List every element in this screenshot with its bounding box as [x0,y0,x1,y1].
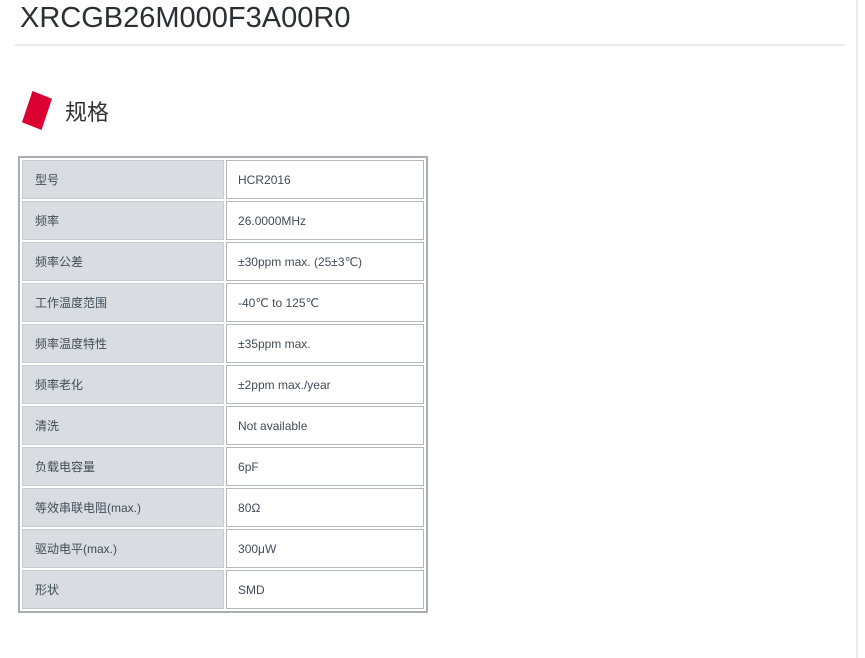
spec-value-cell: ±35ppm max. [226,324,424,363]
table-row: 清洗 Not available [22,406,424,445]
page-title: XRCGB26M000F3A00R0 [20,2,351,34]
spec-value-cell: 6pF [226,447,424,486]
table-row: 频率公差 ±30ppm max. (25±3℃) [22,242,424,281]
spec-label-cell: 频率 [22,201,225,240]
spec-value-cell: 26.0000MHz [226,201,424,240]
content-right-edge-line [856,0,858,658]
table-row: 等效串联电阻(max.) 80Ω [22,488,424,527]
table-row: 工作温度范围 -40℃ to 125℃ [22,283,424,322]
title-divider [15,44,845,46]
spec-table: 型号 HCR2016 频率 26.0000MHz 频率公差 ±30ppm max… [18,156,428,613]
table-row: 负载电容量 6pF [22,447,424,486]
spec-label-cell: 形状 [22,570,225,609]
table-row: 频率温度特性 ±35ppm max. [22,324,424,363]
spec-value-cell: 80Ω [226,488,424,527]
spec-value-cell: ±2ppm max./year [226,365,424,404]
table-row: 频率 26.0000MHz [22,201,424,240]
spec-label-cell: 频率温度特性 [22,324,225,363]
table-row: 形状 SMD [22,570,424,609]
table-row: 驱动电平(max.) 300μW [22,529,424,568]
spec-section-heading: 规格 [22,91,109,130]
table-row: 频率老化 ±2ppm max./year [22,365,424,404]
spec-label-cell: 等效串联电阻(max.) [22,488,225,527]
spec-label-cell: 清洗 [22,406,225,445]
spec-table-body: 型号 HCR2016 频率 26.0000MHz 频率公差 ±30ppm max… [22,160,424,609]
spec-value-cell: Not available [226,406,424,445]
table-row: 型号 HCR2016 [22,160,424,199]
spec-label-cell: 型号 [22,160,225,199]
spec-value-cell: 300μW [226,529,424,568]
spec-value-cell: HCR2016 [226,160,424,199]
section-heading-label: 规格 [65,99,110,125]
spec-label-cell: 频率老化 [22,365,225,404]
spec-value-cell: -40℃ to 125℃ [226,283,424,322]
spec-label-cell: 负载电容量 [22,447,225,486]
red-petal-icon [22,91,52,130]
spec-value-cell: ±30ppm max. (25±3℃) [226,242,424,281]
spec-label-cell: 频率公差 [22,242,225,281]
spec-label-cell: 驱动电平(max.) [22,529,225,568]
spec-label-cell: 工作温度范围 [22,283,225,322]
spec-value-cell: SMD [226,570,424,609]
